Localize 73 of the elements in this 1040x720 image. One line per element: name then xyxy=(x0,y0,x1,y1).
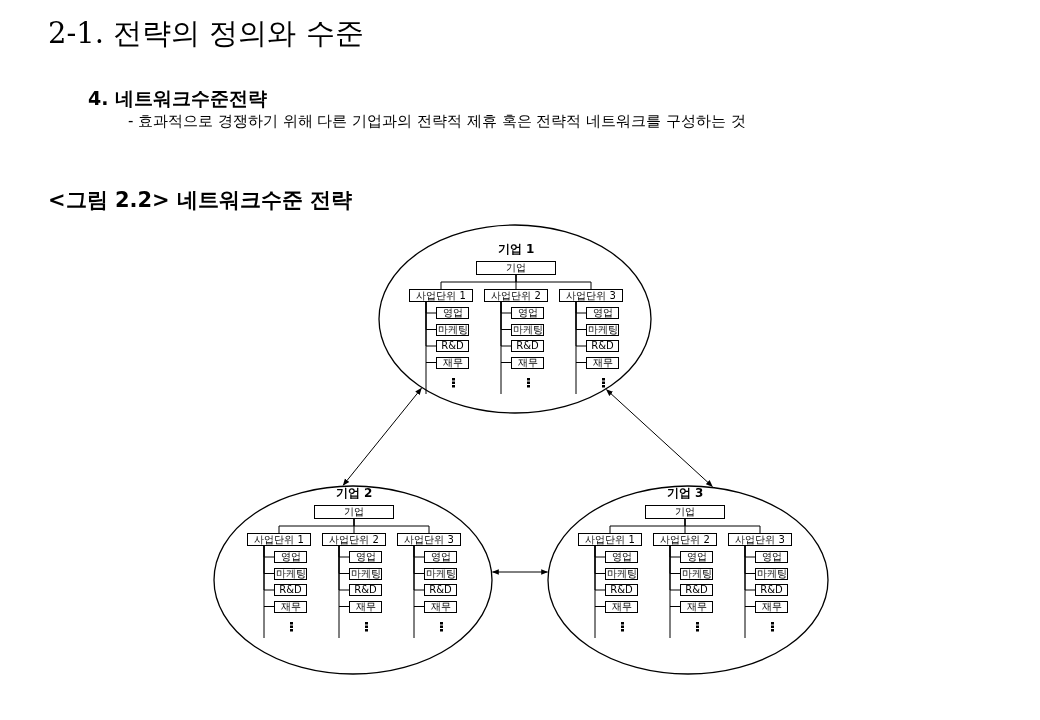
connector-line xyxy=(515,274,592,290)
section-heading: 4. 네트워크수준전략 xyxy=(88,86,268,111)
business-unit-box: 사업단위 3 xyxy=(728,533,792,546)
company-ellipse xyxy=(547,485,829,675)
function-box: 마케팅 xyxy=(511,323,544,336)
description-text: - 효과적으로 경쟁하기 위해 다른 기업과의 전략적 제휴 혹은 전략적 네트워크를 구성하는 것 xyxy=(128,112,746,131)
connector-line xyxy=(594,545,606,639)
function-box: 영업 xyxy=(755,551,788,563)
arrow xyxy=(342,387,422,486)
function-box: 마케팅 xyxy=(586,323,619,336)
function-box: R&D xyxy=(605,584,638,596)
function-box: 영업 xyxy=(274,551,307,563)
function-box: 영업 xyxy=(605,551,638,563)
function-box: 재무 xyxy=(274,600,307,613)
business-unit-box: 사업단위 3 xyxy=(397,533,461,546)
function-box: 재무 xyxy=(511,356,544,369)
business-unit-box: 사업단위 2 xyxy=(484,289,548,302)
connector-line xyxy=(338,545,350,639)
function-box: 마케팅 xyxy=(605,567,638,580)
function-box: 마케팅 xyxy=(424,567,457,580)
company-label: 기업 3 xyxy=(665,485,705,502)
company-box: 기업 xyxy=(314,505,394,519)
function-box: R&D xyxy=(680,584,713,596)
function-box: R&D xyxy=(586,340,619,352)
business-unit-box: 사업단위 1 xyxy=(409,289,473,302)
business-unit-box: 사업단위 3 xyxy=(559,289,623,302)
function-box: 영업 xyxy=(680,551,713,563)
business-unit-box: 사업단위 2 xyxy=(322,533,386,546)
page-title: 2-1. 전략의 정의와 수준 xyxy=(48,15,364,52)
company-label: 기업 2 xyxy=(334,485,374,502)
function-box: 재무 xyxy=(424,600,457,613)
function-box: R&D xyxy=(511,340,544,352)
connector-line xyxy=(575,301,587,395)
business-unit-box: 사업단위 2 xyxy=(653,533,717,546)
company-label: 기업 1 xyxy=(496,241,536,258)
function-box: 영업 xyxy=(349,551,382,563)
function-box: R&D xyxy=(436,340,469,352)
function-box: 마케팅 xyxy=(349,567,382,580)
function-box: R&D xyxy=(424,584,457,596)
arrow xyxy=(606,389,713,487)
function-box: 영업 xyxy=(424,551,457,563)
company-ellipse xyxy=(378,224,652,414)
function-box: 재무 xyxy=(680,600,713,613)
function-box: 재무 xyxy=(349,600,382,613)
connector-line xyxy=(425,301,437,395)
connector-line xyxy=(353,518,430,534)
company-ellipse xyxy=(213,485,493,675)
company-box: 기업 xyxy=(476,261,556,275)
connector-line xyxy=(684,518,761,534)
business-unit-box: 사업단위 1 xyxy=(578,533,642,546)
function-box: 마케팅 xyxy=(274,567,307,580)
figure-caption: <그림 2.2> 네트워크수준 전략 xyxy=(48,187,353,214)
function-box: R&D xyxy=(349,584,382,596)
function-box: 재무 xyxy=(755,600,788,613)
connector-line xyxy=(669,545,681,639)
function-box: R&D xyxy=(274,584,307,596)
function-box: 마케팅 xyxy=(436,323,469,336)
function-box: R&D xyxy=(755,584,788,596)
function-box: 재무 xyxy=(436,356,469,369)
function-box: 영업 xyxy=(511,307,544,319)
connector-line xyxy=(413,545,425,639)
function-box: 영업 xyxy=(586,307,619,319)
connector-line xyxy=(500,301,512,395)
function-box: 마케팅 xyxy=(680,567,713,580)
business-unit-box: 사업단위 1 xyxy=(247,533,311,546)
company-box: 기업 xyxy=(645,505,725,519)
function-box: 재무 xyxy=(605,600,638,613)
function-box: 재무 xyxy=(586,356,619,369)
function-box: 영업 xyxy=(436,307,469,319)
connector-line xyxy=(263,545,275,639)
connector-line xyxy=(744,545,756,639)
arrow xyxy=(491,569,549,575)
function-box: 마케팅 xyxy=(755,567,788,580)
